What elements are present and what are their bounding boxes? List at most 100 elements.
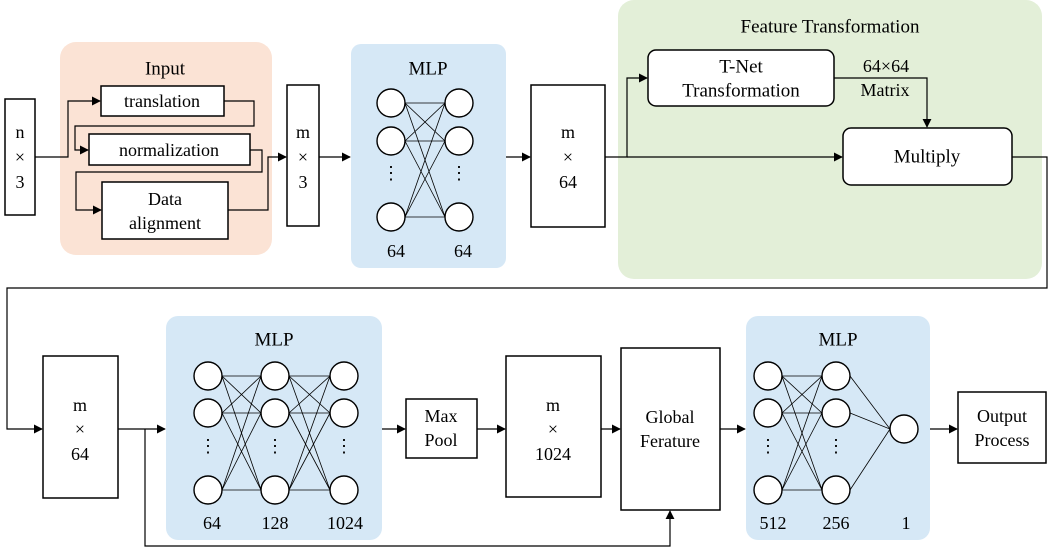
normalization-step xyxy=(88,133,251,166)
mlp1-network: ⋮⋮ xyxy=(376,88,474,232)
network-edge xyxy=(781,375,823,414)
network-node xyxy=(753,398,783,428)
network-edge xyxy=(849,428,891,491)
global-feature-line2: Ferature xyxy=(640,431,700,451)
m3-line1: m xyxy=(296,122,310,142)
network-node xyxy=(260,398,290,428)
m-by-64-box-top xyxy=(530,84,606,228)
mlp2-title: MLP xyxy=(254,330,293,351)
network-edge xyxy=(781,412,823,491)
network-node xyxy=(193,361,223,391)
mlp1-layer-label: 64 xyxy=(454,241,472,261)
connector-input-to-translation xyxy=(35,96,101,158)
network-edge xyxy=(288,375,331,414)
network-edge xyxy=(221,375,262,491)
network-ellipsis: ⋮ xyxy=(759,436,777,456)
network-ellipsis: ⋮ xyxy=(450,163,468,183)
m1024-line2: × xyxy=(548,419,558,439)
max-pool-box xyxy=(405,398,478,459)
m-by-1024-box xyxy=(505,355,602,498)
network-node xyxy=(444,126,474,156)
m64-top-line3: 64 xyxy=(559,172,577,192)
network-node xyxy=(329,398,359,428)
data-alignment-label-line1: Data xyxy=(148,189,182,209)
m-by-64-box-bottom xyxy=(42,355,119,499)
network-edge xyxy=(404,102,446,142)
network-edge xyxy=(781,375,823,491)
feature-transformation-title: Feature Transformation xyxy=(741,17,920,38)
max-pool-line1: Max xyxy=(425,406,458,426)
mlp1-layer-label: 64 xyxy=(387,241,405,261)
mlp1-title: MLP xyxy=(408,59,447,80)
network-node xyxy=(329,361,359,391)
network-node xyxy=(889,414,919,444)
network-node xyxy=(444,88,474,118)
output-process-box xyxy=(957,391,1047,464)
m64-top-line2: × xyxy=(563,147,573,167)
network-edge xyxy=(221,375,262,414)
network-node xyxy=(821,398,851,428)
network-node xyxy=(260,475,290,505)
multiply-label: Multiply xyxy=(894,147,961,168)
network-node xyxy=(821,361,851,391)
m1024-line1: m xyxy=(546,395,560,415)
network-edge xyxy=(288,375,331,491)
mlp3-network: ⋮⋮ xyxy=(753,361,919,505)
m64-top-line1: m xyxy=(561,122,575,142)
m64-bottom-line1: m xyxy=(73,395,87,415)
input-panel-title: Input xyxy=(145,59,186,80)
network-edge xyxy=(404,102,446,218)
network-node xyxy=(753,475,783,505)
tnet-label-line2: Transformation xyxy=(682,81,800,102)
connector-m64-to-tnet xyxy=(605,73,648,158)
mlp3-title: MLP xyxy=(818,330,857,351)
network-ellipsis: ⋮ xyxy=(382,163,400,183)
translation-step xyxy=(100,85,225,117)
network-node xyxy=(260,361,290,391)
data-alignment-label-line2: alignment xyxy=(129,213,201,233)
n3-line2: × xyxy=(15,147,25,167)
network-node xyxy=(444,202,474,232)
matrix-label-line2: Matrix xyxy=(861,80,910,100)
output-process-line2: Process xyxy=(975,430,1030,450)
network-edge xyxy=(288,412,331,491)
tnet-label-line1: T-Net xyxy=(719,57,763,78)
network-ellipsis: ⋮ xyxy=(335,436,353,456)
normalization-label: normalization xyxy=(119,140,219,160)
network-edge xyxy=(404,140,446,218)
connector-multiply-to-m64-bottom xyxy=(6,156,1048,434)
mlp-panel-3 xyxy=(746,316,930,540)
m3-line2: × xyxy=(298,147,308,167)
connector-alignment-to-m3 xyxy=(228,152,287,211)
matrix-label-line1: 64×64 xyxy=(863,56,909,76)
global-feature-line1: Global xyxy=(646,407,695,427)
mlp3-layer-label: 256 xyxy=(823,513,850,533)
mlp2-layer-label: 1024 xyxy=(327,513,363,533)
n3-line1: n xyxy=(16,122,25,142)
global-feature-box xyxy=(620,347,721,511)
connector-tnet-to-multiply xyxy=(834,77,932,128)
m-by-3-box xyxy=(286,84,320,227)
network-edge xyxy=(849,375,891,430)
connector-translation-to-normalization xyxy=(74,100,255,155)
network-ellipsis: ⋮ xyxy=(266,436,284,456)
m1024-line3: 1024 xyxy=(535,444,571,464)
m64-bottom-line2: × xyxy=(75,419,85,439)
network-node xyxy=(376,202,406,232)
m3-line3: 3 xyxy=(299,172,308,192)
network-edge xyxy=(849,412,891,430)
mlp3-layer-label: 512 xyxy=(760,513,787,533)
data-alignment-step xyxy=(101,181,229,240)
network-node xyxy=(329,475,359,505)
network-ellipsis: ⋮ xyxy=(199,436,217,456)
max-pool-line2: Pool xyxy=(424,430,457,450)
network-node xyxy=(193,475,223,505)
connector-normalization-to-alignment xyxy=(75,149,263,215)
network-node xyxy=(193,398,223,428)
network-node xyxy=(376,126,406,156)
n3-line3: 3 xyxy=(16,172,25,192)
connector-skip-to-global-feature xyxy=(144,429,675,547)
mlp2-layer-label: 128 xyxy=(262,513,289,533)
m64-bottom-line3: 64 xyxy=(71,444,89,464)
